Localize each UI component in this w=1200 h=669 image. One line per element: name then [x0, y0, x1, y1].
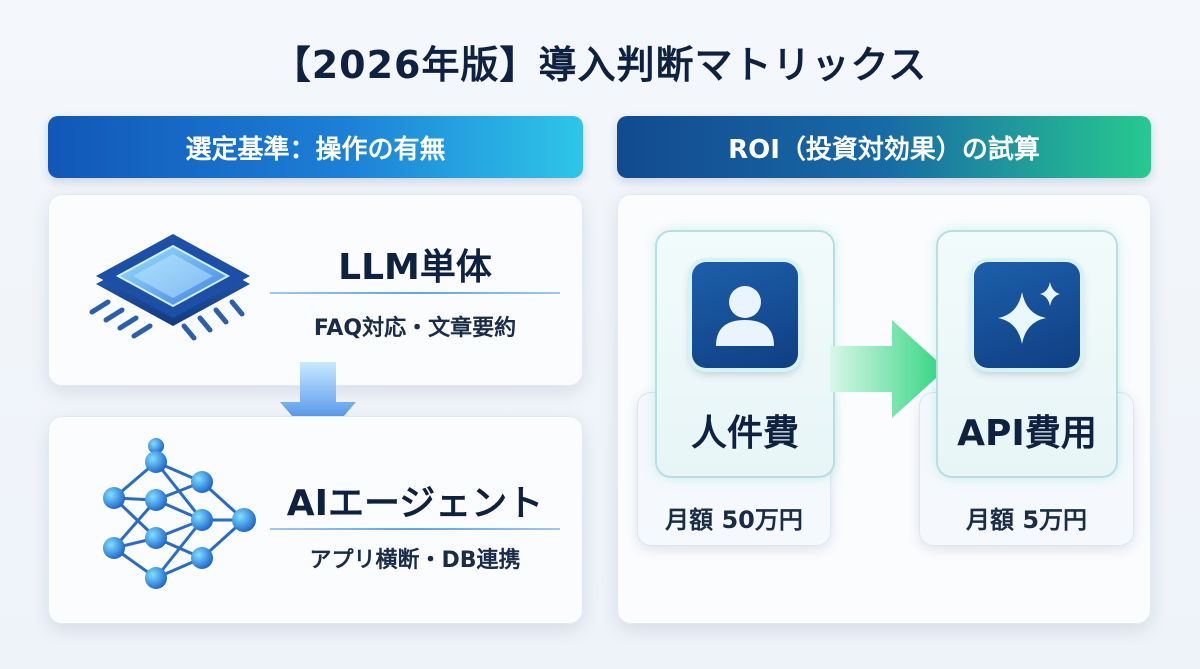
neural-network-icon — [103, 438, 256, 589]
sparkle-icon — [974, 262, 1080, 368]
api-cost-amount: 月額 5万円 — [965, 506, 1088, 534]
person-icon — [692, 262, 798, 368]
down-arrow-icon — [280, 362, 356, 446]
roi-header-label: ROI（投資対効果）の試算 — [728, 134, 1040, 165]
ai-agent-card-divider — [270, 528, 560, 530]
ai-agent-card: AIエージェント アプリ横断・DB連携 — [48, 416, 583, 624]
ai-agent-card-subtitle: アプリ横断・DB連携 — [309, 548, 521, 573]
llm-card-divider — [270, 292, 560, 294]
chip-icon — [89, 234, 250, 341]
roi-header: ROI（投資対効果）の試算 — [617, 116, 1151, 178]
ai-agent-card-title: AIエージェント — [286, 483, 544, 524]
labor-cost-amount: 月額 50万円 — [665, 506, 803, 534]
labor-cost-label: 人件費 — [690, 413, 799, 454]
right-arrow-icon — [830, 320, 946, 418]
page-title: 【2026年版】導入判断マトリックス — [272, 43, 928, 87]
selection-criteria-header-label: 選定基準：操作の有無 — [185, 134, 446, 165]
llm-card-subtitle: FAQ対応・文章要約 — [313, 316, 517, 341]
llm-card-title: LLM単体 — [338, 247, 492, 288]
selection-criteria-header: 選定基準：操作の有無 — [48, 116, 583, 178]
llm-card: LLM単体 FAQ対応・文章要約 — [48, 194, 583, 386]
api-cost-label: API費用 — [957, 413, 1097, 454]
